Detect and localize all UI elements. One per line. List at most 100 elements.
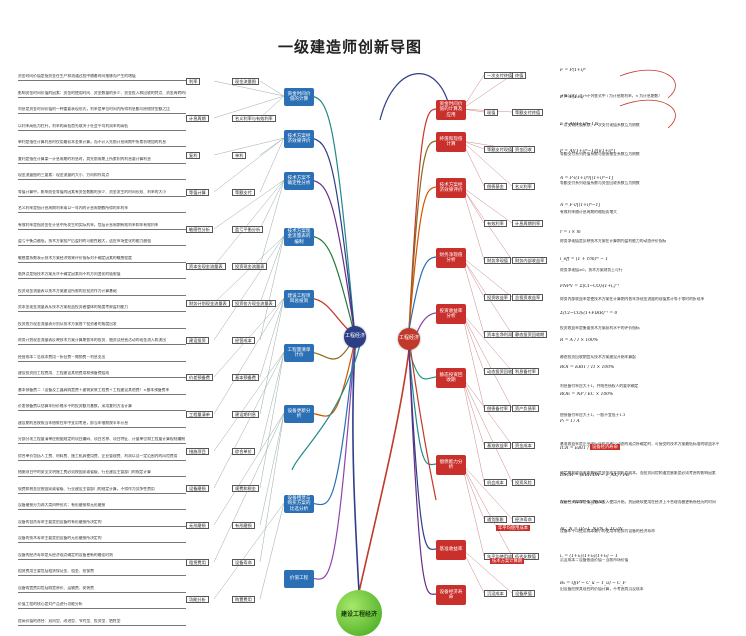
left-box-29[interactable]: 功能分析 — [186, 596, 209, 604]
left-box-10[interactable]: 投资现金流量表 — [232, 263, 268, 271]
right-box-20[interactable]: 基准收益率 — [484, 442, 511, 450]
left-node-5[interactable]: 工程量清单计价 — [284, 344, 314, 362]
note-underline — [18, 294, 186, 296]
right-box-25[interactable]: 经济寿命 — [512, 516, 535, 524]
left-box-12[interactable]: 投资各方现金流量表 — [232, 300, 276, 308]
left-node-8[interactable]: 价值工程 — [284, 570, 314, 588]
left-node-7[interactable]: 设备租赁与购买方案的比选分析 — [284, 495, 314, 513]
hub-left[interactable]: 工程经济 — [344, 326, 366, 348]
formula-13: Pₜ = I / A — [560, 419, 580, 424]
left-box-6[interactable]: 等额支付 — [232, 189, 255, 197]
left-note-1: 影响资金时间价值的因素：资金的使用时间、资金数量的多少、资金投入和回收的特点、资… — [18, 90, 186, 95]
right-box-27[interactable]: 低劣化数值 — [512, 553, 539, 561]
right-node-2[interactable]: 技术方案经济效果评价 — [436, 178, 466, 198]
left-note-28: 设备的技术寿命主要是由设备的无形磨损所决定的 — [18, 536, 102, 540]
formula-19: B₀ = Q(P − C_u − T_u) − C_F — [560, 581, 626, 586]
right-note-5: 财务净现值是反映技术方案在计算期内盈利能力的动态评价指标 — [560, 239, 667, 243]
hub-right[interactable]: 工程经济 — [398, 328, 420, 350]
right-box-21[interactable]: 资金成本 — [512, 442, 535, 450]
left-box-20[interactable]: 综合单价 — [232, 448, 255, 456]
left-node-4[interactable]: 建设工程项目总投资 — [284, 290, 314, 308]
right-box-4[interactable]: 等额支付现值 — [484, 146, 516, 154]
left-box-9[interactable]: 敏感性分析 — [186, 226, 213, 234]
left-box-8[interactable]: 盈亏平衡分析 — [232, 226, 264, 234]
left-box-24[interactable]: 有形磨损 — [232, 522, 255, 530]
right-note-15: 设备年平均使用成本最小的使用年限即为设备的经济寿命 — [560, 529, 655, 533]
note-underline — [18, 327, 186, 329]
left-box-1[interactable]: 利率 — [186, 78, 201, 86]
right-box-24[interactable]: 通货膨胀 — [484, 516, 507, 524]
left-note-19: 基本预备费＝（设备及工器具购置费＋建筑安装工程费＋工程建设其他费）×基本预备费率 — [18, 387, 170, 392]
left-box-11[interactable]: 资本金现金流量表 — [186, 263, 226, 271]
right-node-7[interactable]: 基准收益率 — [436, 540, 466, 560]
right-box-15[interactable]: 静态投资回收期 — [512, 331, 548, 339]
left-box-14[interactable]: 经营成本 — [232, 337, 255, 345]
left-box-15[interactable]: 建设投资 — [186, 337, 209, 345]
right-node-3[interactable]: 财务净现值分析 — [436, 248, 466, 268]
left-box-23[interactable]: 设备磨损 — [186, 485, 209, 493]
right-box-29[interactable]: 设备原值 — [512, 590, 535, 598]
left-note-0: 资金时间价值是指资金在生产和流通过程中随着时间推移而产生的增值 — [18, 74, 136, 78]
left-box-2[interactable]: 名义利率与有效利率 — [232, 115, 276, 123]
right-box-6[interactable]: 偿债基金 — [484, 183, 507, 191]
left-note-11: 敏感度系数表示技术方案经济效果评价指标对不确定因素的敏感程度 — [18, 255, 132, 260]
left-note-7: 等值计算中，影响资金等值的因素有资金数额的多少、资金发生的时间长短、利率的大小 — [18, 189, 167, 194]
right-box-23[interactable]: 投资风险 — [512, 479, 535, 487]
left-note-32: 价值工程的核心是对产品进行功能分析 — [18, 602, 83, 606]
note-underline — [18, 476, 186, 477]
left-node-0[interactable]: 资金时间价值的计算 — [284, 88, 314, 106]
right-box-19[interactable]: 资产负债率 — [512, 405, 539, 413]
left-box-19[interactable]: 工程量清单 — [186, 411, 213, 419]
left-box-21[interactable]: 措施项目 — [186, 448, 209, 456]
formula-8: FNPV = Σ(CI−CO)ₜ(1+i꜀)⁻ᵗ — [560, 284, 620, 289]
left-box-7[interactable]: 等值计算 — [186, 189, 209, 197]
right-node-4[interactable]: 投资收益率分析 — [436, 304, 466, 324]
right-box-7[interactable]: 名义利率 — [512, 183, 535, 191]
right-node-0[interactable]: 资金时间价值的计算及应用 — [436, 100, 466, 120]
center-node[interactable]: 建设工程经济 — [336, 590, 382, 636]
right-note-2: 等额支付系列终值系数与偿债基金系数互为倒数 — [560, 152, 640, 156]
left-box-0[interactable]: 现金流量图 — [232, 78, 259, 86]
right-box-13[interactable]: 总投资收益率 — [512, 294, 544, 302]
left-box-18[interactable]: 建设期利息 — [232, 411, 259, 419]
left-box-25[interactable]: 无形磨损 — [186, 522, 209, 530]
left-box-28[interactable]: 购置费用 — [232, 596, 255, 604]
right-box-0[interactable]: 一次支付终值 — [484, 72, 516, 80]
right-box-3[interactable]: 等额支付终值 — [512, 109, 544, 117]
left-box-17[interactable]: 价差预备费 — [186, 374, 213, 382]
left-box-22[interactable]: 规费和税金 — [232, 485, 259, 493]
left-box-4[interactable]: 单利 — [232, 152, 247, 160]
left-box-27[interactable]: 租赁费用 — [186, 559, 209, 567]
right-box-18[interactable]: 偿债备付率 — [484, 405, 511, 413]
left-node-2[interactable]: 技术方案不确定性分析 — [284, 172, 314, 190]
right-box-1[interactable]: 终值 — [512, 72, 527, 80]
left-node-1[interactable]: 技术方案经济效果评价 — [284, 130, 314, 148]
right-box-9[interactable]: 计息周期利率 — [512, 220, 544, 228]
right-box-8[interactable]: 有效利率 — [484, 220, 507, 228]
note-underline — [18, 261, 186, 263]
right-box-5[interactable]: 资金回收 — [512, 146, 535, 154]
right-box-11[interactable]: 财务内部收益率 — [512, 257, 548, 265]
left-box-16[interactable]: 基本预备费 — [232, 374, 259, 382]
formula-18: i꜀ = (1+i₁)(1+i₂)(1+i₃) − 1 — [560, 554, 618, 559]
right-box-2[interactable]: 现值 — [484, 109, 499, 117]
left-node-3[interactable]: 技术方案现金流量表的编制 — [284, 228, 314, 246]
right-box-28[interactable]: 沉没成本 — [484, 590, 507, 598]
left-box-5[interactable]: 复利 — [186, 152, 201, 160]
right-node-6[interactable]: 偿债能力分析 — [436, 455, 466, 475]
right-node-5[interactable]: 静态投资回收期 — [436, 368, 466, 388]
left-node-6[interactable]: 设备更新分析 — [284, 405, 314, 423]
left-box-13[interactable]: 财务计划现金流量表 — [186, 300, 230, 308]
left-note-26: 设备磨损分为两大类四种形式：有形磨损和无形磨损 — [18, 503, 106, 507]
right-note-3: 等额支付系列现值系数与资金回收系数互为倒数 — [560, 181, 640, 185]
left-box-3[interactable]: 计息周期 — [186, 115, 209, 123]
right-node-1[interactable]: 终值和现值计算 — [436, 132, 466, 152]
right-box-22[interactable]: 机会成本 — [484, 479, 507, 487]
right-box-12[interactable]: 投资收益率 — [484, 294, 511, 302]
right-box-10[interactable]: 财务净现值 — [484, 257, 511, 265]
formula-1: P = F(1+i)⁻ⁿ — [560, 95, 588, 100]
left-box-26[interactable]: 设备寿命 — [232, 559, 255, 567]
right-node-8[interactable]: 设备经济寿命 — [436, 585, 466, 605]
right-box-17[interactable]: 利息备付率 — [512, 368, 539, 376]
left-note-4: 单利是指在计算利息时仅用最初本金来计算，而不计入先前计息周期中所累积增加的利息 — [18, 140, 167, 144]
